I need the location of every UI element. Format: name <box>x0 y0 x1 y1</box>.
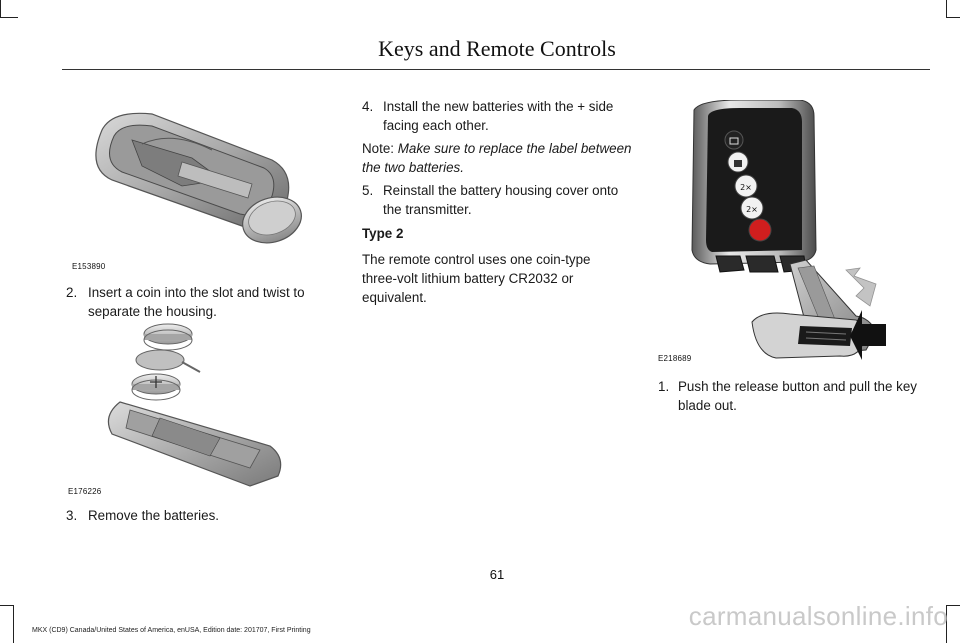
step-number: 4. <box>362 99 374 114</box>
crop-mark <box>0 0 1 18</box>
step-number: 1. <box>658 379 670 394</box>
figure-battery-stack <box>100 318 300 488</box>
crop-mark <box>946 17 960 18</box>
note-label: Note: <box>362 141 395 156</box>
step-text: Push the release button and pull the key… <box>678 379 917 413</box>
svg-text:2×: 2× <box>746 205 758 214</box>
figure-code: E176226 <box>68 487 102 496</box>
key-fob-illustration: 2× 2× <box>691 99 886 360</box>
step-number: 3. <box>66 508 78 523</box>
step-4: 4. Install the new batteries with the + … <box>362 97 634 135</box>
note: Note: Make sure to replace the label bet… <box>362 139 634 177</box>
step-text: Reinstall the battery housing cover onto… <box>383 183 619 217</box>
step-2: 2. Insert a coin into the slot and twist… <box>66 283 332 321</box>
section-heading: Type 2 <box>362 226 404 241</box>
watermark: carmanualsonline.info <box>688 601 948 631</box>
remote-housing-illustration <box>95 112 302 244</box>
header-divider <box>62 69 930 70</box>
step-text: Remove the batteries. <box>88 508 219 523</box>
svg-text:2×: 2× <box>740 183 752 192</box>
step-number: 2. <box>66 285 78 300</box>
crop-mark <box>0 17 18 18</box>
step-3: 3. Remove the batteries. <box>66 506 332 525</box>
footer-edition: MKX (CD9) Canada/United States of Americ… <box>32 627 311 634</box>
step-text: Install the new batteries with the + sid… <box>383 99 614 133</box>
figure-code: E153890 <box>72 262 106 271</box>
crop-mark <box>0 605 14 606</box>
step-text: Insert a coin into the slot and twist to… <box>88 285 305 319</box>
page-title: Keys and Remote Controls <box>378 36 616 61</box>
step-1: 1. Push the release button and pull the … <box>658 377 930 415</box>
figure-key-fob: 2× 2× <box>680 99 886 366</box>
section-text: The remote control uses one coin-type th… <box>362 252 591 305</box>
figure-code: E218689 <box>658 354 692 363</box>
battery-stack-illustration <box>107 323 282 487</box>
note-text: Make sure to replace the label between t… <box>362 141 632 175</box>
step-5: 5. Reinstall the battery housing cover o… <box>362 181 634 219</box>
crop-mark <box>946 605 960 606</box>
crop-mark <box>946 605 947 643</box>
figure-remote-housing <box>72 100 312 260</box>
step-number: 5. <box>362 183 374 198</box>
page-number: 61 <box>489 567 505 582</box>
crop-mark <box>946 0 947 18</box>
crop-mark <box>13 605 14 643</box>
